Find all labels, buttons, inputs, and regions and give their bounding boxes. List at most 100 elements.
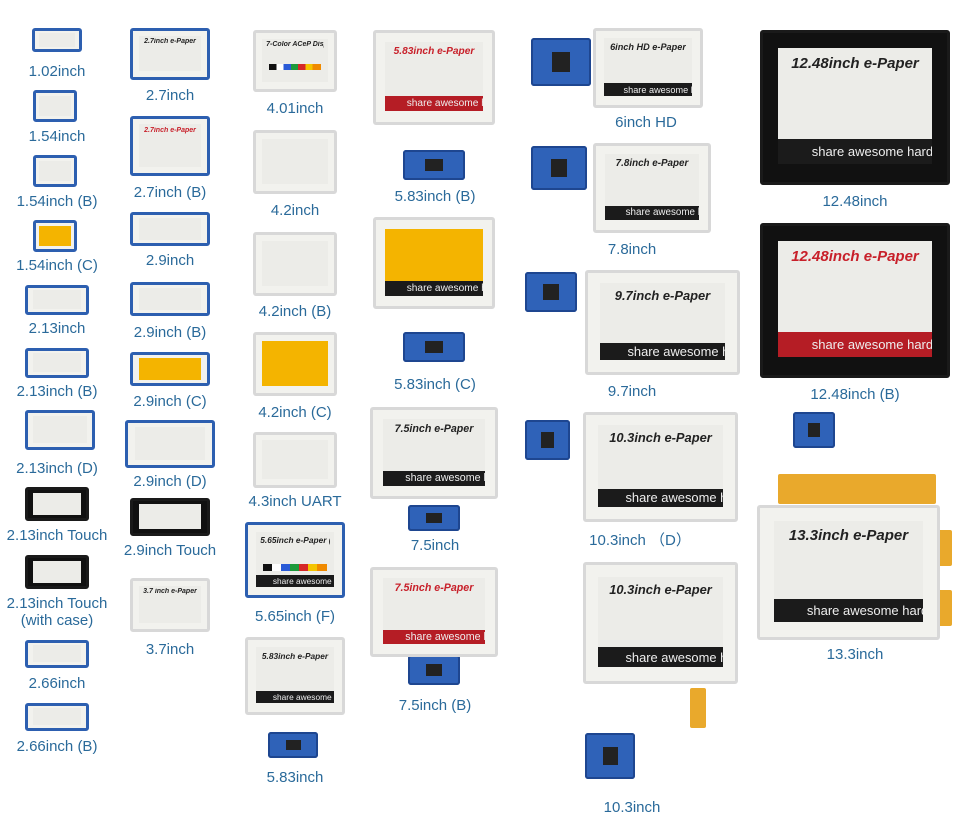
display-screen <box>32 645 82 663</box>
screen-title: 7-Color ACeP Display <box>266 41 324 49</box>
display-screen <box>32 560 82 583</box>
product-label: 5.83inch (C) <box>394 376 476 393</box>
display-screen <box>32 353 82 373</box>
brand-banner: share awesome hardware <box>777 331 933 358</box>
display-product-image[interactable]: 2.7inch e-Paper <box>130 116 210 176</box>
display-screen <box>262 440 328 479</box>
display-screen <box>39 225 71 246</box>
product-label: 5.83inch <box>266 769 324 786</box>
display-product-image[interactable] <box>130 498 210 536</box>
product-label: 2.13inch Touch(with case) <box>6 595 108 629</box>
product-label: 3.7inch <box>145 641 195 658</box>
display-product-image[interactable] <box>125 420 215 468</box>
display-screen <box>138 504 202 530</box>
product-label: 5.65inch (F) <box>254 608 336 625</box>
display-product-image[interactable] <box>253 130 337 194</box>
display-product-image[interactable] <box>25 703 89 731</box>
brand-banner: share awesome hardware <box>385 280 483 296</box>
display-screen: 7-Color ACeP Display <box>262 38 328 83</box>
display-product-image[interactable] <box>253 332 337 396</box>
display-product-image[interactable]: 2.7inch e-Paper <box>130 28 210 80</box>
product-label: 2.66inch (B) <box>16 738 98 755</box>
driver-board <box>531 146 587 190</box>
display-screen <box>32 290 82 310</box>
display-screen: 5.65inch e-Paper (F) share awesome hardwa… <box>255 532 335 587</box>
display-product-image[interactable] <box>33 155 77 187</box>
product-label: 2.9inch <box>145 252 195 269</box>
display-product-image[interactable] <box>130 282 210 316</box>
display-product-image[interactable]: 5.65inch e-Paper (F) share awesome hardwa… <box>245 522 345 598</box>
display-product-image[interactable] <box>130 212 210 246</box>
display-product-image[interactable] <box>25 555 89 589</box>
display-product-image[interactable] <box>130 352 210 386</box>
driver-board <box>403 150 465 180</box>
brand-banner: share awesome hardware <box>597 488 724 507</box>
screen-title: 10.3inch e-Paper <box>609 430 712 446</box>
display-product-image[interactable]: 3.7 inch e-Paper <box>130 578 210 632</box>
display-screen <box>39 160 71 181</box>
product-label: 7.5inch (B) <box>398 697 472 714</box>
display-screen <box>38 32 76 47</box>
display-screen: 12.48inch e-Paper share awesome hardware <box>777 240 933 358</box>
brand-banner: share awesome hardware <box>604 205 700 220</box>
display-product-image[interactable] <box>25 487 89 521</box>
product-label: 1.54inch (C) <box>16 257 98 274</box>
screen-title: 5.65inch e-Paper (F) <box>260 535 330 546</box>
display-product-image[interactable] <box>25 285 89 315</box>
display-screen <box>32 708 82 726</box>
display-product-image[interactable]: 12.48inch e-Paper share awesome hardware <box>760 223 950 378</box>
brand-banner: share awesome hardware <box>255 574 335 587</box>
product-label: 7.5inch <box>410 537 460 554</box>
display-product-image[interactable]: share awesome hardware <box>373 217 495 309</box>
display-screen <box>138 287 202 310</box>
display-product-image[interactable] <box>25 410 95 450</box>
product-label: 2.13inch (D) <box>16 460 98 477</box>
display-product-image[interactable] <box>32 28 82 52</box>
driver-board <box>408 505 460 531</box>
product-label: 1.02inch <box>28 63 86 80</box>
display-screen: share awesome hardware <box>385 228 483 296</box>
display-product-image[interactable] <box>33 220 77 252</box>
fpc-cable <box>690 688 706 728</box>
display-product-image[interactable] <box>253 232 337 296</box>
display-screen <box>33 416 87 443</box>
display-screen: 3.7 inch e-Paper <box>138 585 202 624</box>
product-label: 2.9inch (C) <box>133 393 207 410</box>
display-product-image[interactable]: 7-Color ACeP Display <box>253 30 337 92</box>
display-product-image[interactable]: 10.3inch e-Paper share awesome hardware <box>583 412 738 522</box>
driver-board <box>268 732 318 758</box>
driver-board <box>585 733 635 779</box>
brand-banner: share awesome hardware <box>382 629 486 644</box>
product-label: 4.3inch UART <box>248 493 342 510</box>
product-label: 12.48inch <box>822 193 888 210</box>
screen-title: 5.83inch e-Paper <box>261 650 329 661</box>
product-label: 4.2inch (C) <box>258 404 332 421</box>
display-screen <box>39 95 71 116</box>
display-screen: 2.7inch e-Paper <box>138 35 202 72</box>
product-label: 2.7inch <box>145 87 195 104</box>
screen-title: 5.83inch e-Paper <box>393 46 475 58</box>
driver-board <box>408 655 460 685</box>
product-label: 4.2inch (B) <box>258 303 332 320</box>
display-product-image[interactable] <box>25 640 89 668</box>
display-product-image[interactable] <box>25 348 89 378</box>
display-screen <box>262 138 328 185</box>
display-product-image[interactable] <box>253 432 337 488</box>
display-product-image[interactable] <box>33 90 77 122</box>
screen-title: 12.48inch e-Paper <box>791 247 919 265</box>
display-screen <box>134 427 206 460</box>
